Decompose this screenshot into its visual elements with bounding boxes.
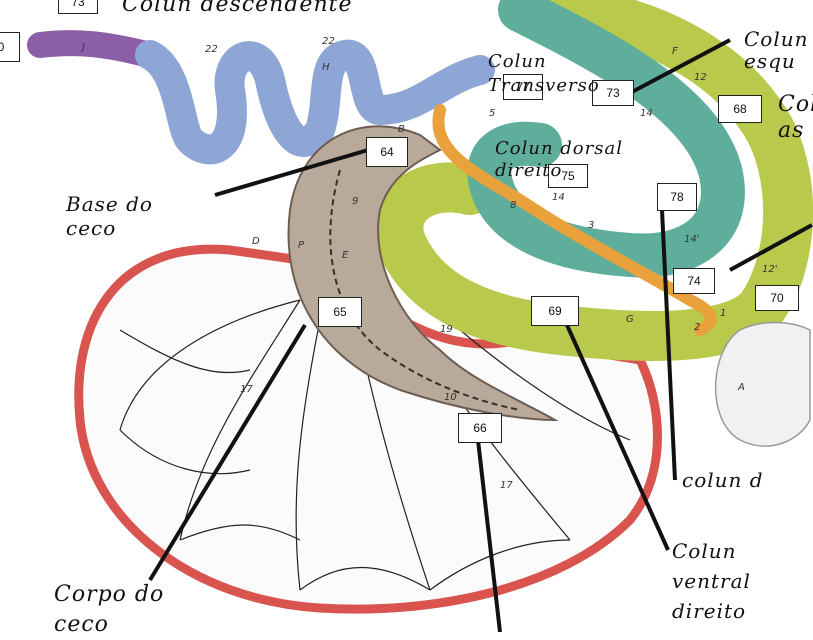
label-box-69: 69 (531, 296, 579, 326)
fig-letter-E: E (342, 250, 349, 261)
fig-letter-19: 19 (440, 324, 453, 335)
fig-letter-H: H (322, 62, 330, 73)
label-base-do-ceco: Base do ceco (66, 192, 153, 240)
label-colun-ascendente: Col as (778, 92, 813, 143)
label-box-64: 64 (366, 137, 408, 167)
fig-letter-5: 5 (489, 108, 495, 119)
fig-letter-B: B (398, 124, 405, 135)
label-colun-dorsal-direito: Colun dorsal direito (495, 138, 623, 181)
label-box-70: 70 (755, 285, 799, 311)
fig-letter-P: P (298, 240, 305, 251)
orange-tube (432, 104, 717, 336)
label-box-74: 74 (673, 268, 715, 294)
fig-letter-F: F (672, 46, 678, 57)
label-box-65: 65 (318, 297, 362, 327)
label-box-78: 78 (657, 183, 697, 211)
label-colun-dorsal-bottom: colun d (682, 468, 764, 492)
label-box-73: 73 (592, 80, 634, 106)
fig-letter-14b: 14 (552, 192, 565, 203)
fig-letter-22a: 22 (205, 44, 218, 55)
fig-letter-G: G (626, 314, 634, 325)
fig-letter-9: 9 (352, 196, 358, 207)
label-box-75: 75 (548, 164, 588, 188)
label-box-0: 0 (0, 32, 20, 62)
label-box-77: 77 (503, 74, 543, 100)
fig-letter-3: 3 (588, 220, 594, 231)
small-colon (27, 30, 495, 165)
fig-letter-A: A (737, 382, 745, 393)
label-colun-descendente: Colun descendente (122, 0, 353, 17)
fig-letter-12b: 12' (762, 264, 777, 275)
cecum (287, 125, 559, 422)
label-corpo-do-ceco: Corpo do ceco (54, 582, 165, 637)
pointer-lines (148, 38, 813, 632)
label-colun-esquerdo: Colun esqu (744, 27, 809, 73)
fig-letter-D: D (252, 236, 260, 247)
ventral-colon (373, 0, 813, 361)
fig-letter-17a: 17 (240, 384, 253, 395)
label-colun-ventral-direito: Colun ventral direito (672, 539, 751, 623)
fig-letter-22b: 22 (322, 36, 335, 47)
fig-letter-J: J (80, 42, 85, 53)
fig-letter-17b: 17 (500, 480, 513, 491)
label-box-66: 66 (458, 413, 502, 443)
label-colun-transverso: Colun Transverso (488, 51, 600, 96)
stomach (714, 321, 811, 447)
fig-letter-12: 12 (694, 72, 707, 83)
mesentery-fan (74, 244, 662, 614)
fig-letter-10: 10 (444, 392, 457, 403)
fig-letter-14: 14 (640, 108, 653, 119)
label-box-68: 68 (718, 95, 762, 123)
label-box-73-top: 73 (58, 0, 98, 14)
fig-letter-1: 1 (720, 308, 726, 319)
fig-letter-8: 8 (510, 200, 516, 211)
fig-letter-2: 2 (694, 322, 700, 333)
fig-letter-14c: 14' (684, 234, 699, 245)
